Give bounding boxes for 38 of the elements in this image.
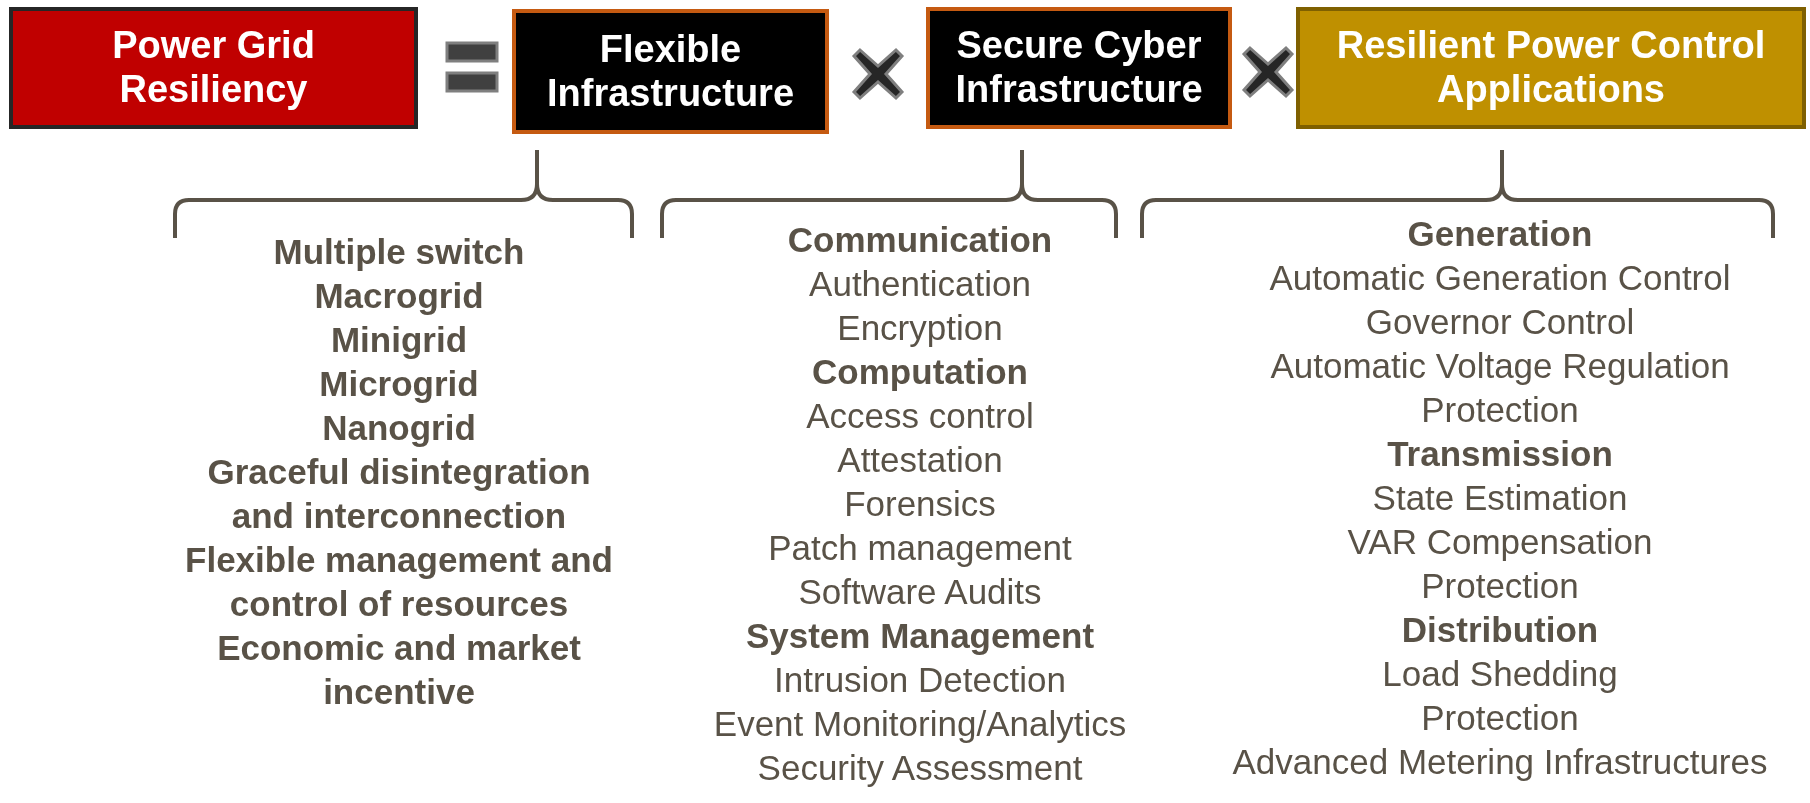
list-item: Forensics bbox=[843, 483, 997, 525]
list-heading: Transmission bbox=[1386, 433, 1614, 475]
list-heading: Economic and market incentive bbox=[216, 627, 582, 713]
list-heading: Flexible management and control of resources bbox=[184, 539, 614, 625]
list-item: Attestation bbox=[836, 439, 1004, 481]
list-item: Intrusion Detection bbox=[773, 659, 1067, 701]
list-heading: Minigrid bbox=[329, 319, 469, 361]
list-heading: Distribution bbox=[1400, 609, 1600, 651]
list-heading: System Management bbox=[744, 615, 1096, 657]
list-item: Automatic Generation Control bbox=[1268, 257, 1732, 299]
list-item: Access control bbox=[805, 395, 1035, 437]
list-item: Advanced Metering Infrastructures bbox=[1231, 741, 1769, 783]
title-box: Secure Cyber Infrastructure bbox=[926, 7, 1232, 129]
list-heading: Generation bbox=[1406, 213, 1594, 255]
list-item: State Estimation bbox=[1371, 477, 1629, 519]
list-item: Authentication bbox=[808, 263, 1032, 305]
list-heading: Graceful disintegration and interconnection bbox=[206, 451, 592, 537]
title-box: Flexible Infrastructure bbox=[512, 9, 829, 134]
list-item: Encryption bbox=[836, 307, 1004, 349]
list-item: Protection bbox=[1420, 389, 1580, 431]
list-heading: Nanogrid bbox=[321, 407, 477, 449]
list-item: Software Audits bbox=[797, 571, 1043, 613]
list-heading: Macrogrid bbox=[313, 275, 485, 317]
list-item: Event Monitoring/Analytics bbox=[712, 703, 1128, 745]
list-heading: Communication bbox=[786, 219, 1054, 261]
list-item: Security Assessment bbox=[756, 747, 1084, 789]
list-item: Patch management bbox=[767, 527, 1073, 569]
list-item: Governor Control bbox=[1364, 301, 1636, 343]
title-box: Power Grid Resiliency bbox=[9, 7, 418, 129]
list-item: Protection bbox=[1420, 565, 1580, 607]
list-item: VAR Compensation bbox=[1346, 521, 1654, 563]
list-heading: Computation bbox=[811, 351, 1029, 393]
list-heading: Microgrid bbox=[318, 363, 480, 405]
list-item: Load Shedding bbox=[1381, 653, 1619, 695]
list-item: Protection bbox=[1420, 697, 1580, 739]
list-heading: Multiple switch bbox=[272, 231, 526, 273]
title-box: Resilient Power Control Applications bbox=[1296, 7, 1806, 129]
list-item: Automatic Voltage Regulation bbox=[1269, 345, 1731, 387]
